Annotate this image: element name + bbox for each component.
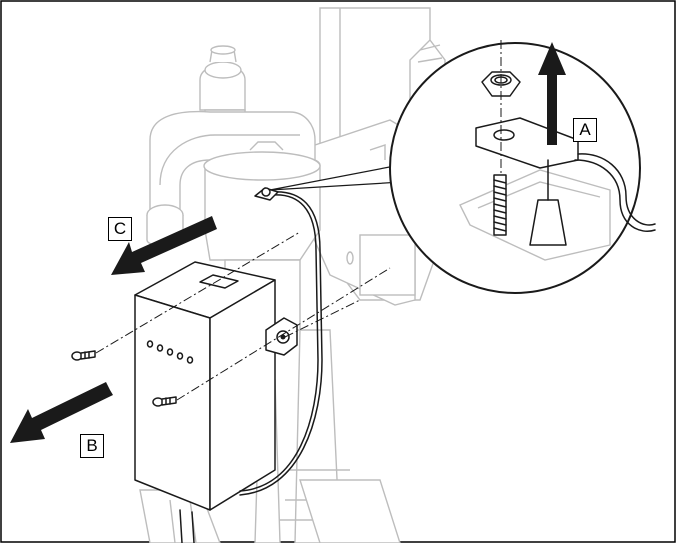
- detail-zoom-circle: [389, 40, 656, 294]
- screw-left: [71, 350, 96, 361]
- arrow-b: [10, 382, 113, 443]
- controller-box: [134, 261, 298, 511]
- ignition-cable: [239, 191, 323, 496]
- callout-b: B: [80, 434, 104, 458]
- arrow-up-a: [538, 42, 566, 145]
- screw-right: [152, 396, 177, 407]
- electrode-connector: [254, 187, 279, 201]
- callout-a: A: [573, 118, 597, 142]
- callout-c: C: [108, 217, 132, 241]
- arrow-c: [111, 216, 217, 275]
